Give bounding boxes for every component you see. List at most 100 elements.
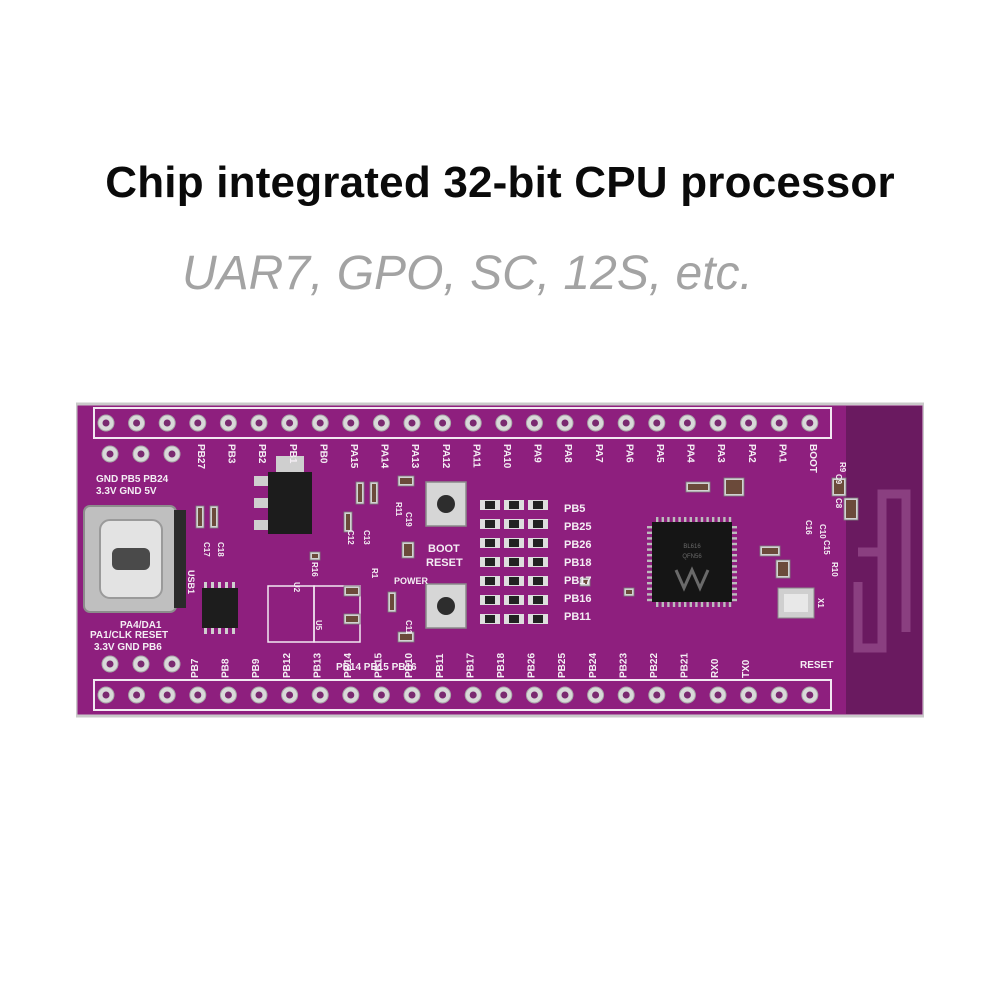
top-pin-label: PB0 [317, 444, 328, 464]
top-pin-label: PA4 [685, 444, 696, 463]
ref-designator: C12 [346, 530, 355, 545]
reset-label: RESET [426, 557, 463, 569]
bottom-pin-label: PB17 [465, 653, 476, 678]
left-bottom-header [101, 655, 181, 673]
smd-components [195, 475, 859, 643]
bottom-pin-label: PB24 [588, 653, 599, 678]
usb-serial-chip [202, 582, 238, 634]
ref-designator: X1 [816, 598, 825, 608]
ref-designator: C13 [362, 530, 371, 545]
bottom-pin-label: PB22 [649, 653, 660, 678]
ref-designator: C18 [216, 542, 225, 557]
ref-designator: U5 [314, 620, 323, 631]
main-mcu: BL616 QFN56 [647, 517, 737, 607]
bottom-pin-label: PB18 [496, 653, 507, 678]
top-pin-label: PA14 [379, 444, 390, 469]
crystal [777, 587, 815, 619]
ref-designator: R16 [310, 562, 319, 577]
power-label: POWER [394, 576, 429, 586]
side-pin-label: PB17 [564, 575, 592, 587]
ref-designator: C11 [404, 620, 413, 635]
usb-c-connector [83, 505, 186, 613]
reset-bottom-label: RESET [800, 660, 833, 671]
side-pin-label: PB26 [564, 539, 592, 551]
bottom-pin-label: PB9 [251, 658, 262, 678]
bottom-pin-label: PB26 [527, 653, 538, 678]
bottom-pin-label: PB15 [374, 653, 385, 678]
ref-designator: C9 [834, 474, 843, 485]
voltage-regulator [254, 456, 312, 534]
ref-designator: C15 [822, 540, 831, 555]
bottom-pin-label: PB14 [343, 653, 354, 678]
headline: Chip integrated 32-bit CPU processor [105, 158, 895, 207]
top-pin-label: PA15 [348, 444, 359, 469]
top-pin-label: PA6 [623, 444, 634, 463]
bottom-pin-label: PB7 [190, 658, 201, 678]
ref-designator: C17 [202, 542, 211, 557]
side-pin-label: PB16 [564, 593, 592, 605]
bottom-pin-label: PB25 [557, 653, 568, 678]
bottom-pin-label: PB13 [312, 653, 323, 678]
subline: UAR7, GPO, SC, 12S, etc. [182, 247, 753, 300]
left-bottom-header-label: 3.3V GND PB6 [94, 642, 162, 653]
top-pin-label: PA10 [501, 444, 512, 469]
top-pin-label: PA11 [470, 444, 481, 468]
ref-designator: R10 [830, 562, 839, 577]
bottom-header-pins [97, 686, 819, 704]
top-pin-label: PA12 [440, 444, 451, 469]
left-bottom-header-label: PA1/CLK RESET [90, 630, 168, 641]
ref-designator: C8 [834, 498, 843, 509]
bottom-pin-label: PB11 [435, 653, 446, 678]
ref-designator: C16 [804, 520, 813, 535]
top-pin-label: PB3 [226, 444, 237, 464]
pa4-label: PA4/DA1 [120, 620, 162, 631]
top-pin-label: PA5 [654, 444, 665, 463]
boot-label: BOOT [428, 543, 460, 555]
ref-designator: C19 [404, 512, 413, 527]
side-pin-label: PB5 [564, 503, 585, 515]
reset-button [425, 583, 467, 629]
bottom-pin-label: PB21 [680, 653, 691, 678]
top-pin-label: PA1 [776, 444, 787, 463]
bottom-pin-label: RX0 [710, 658, 721, 678]
top-pin-label: PA9 [532, 444, 543, 463]
svg-text:QFN56: QFN56 [682, 554, 702, 560]
left-top-header [101, 445, 181, 463]
top-pin-label: PB27 [195, 444, 206, 469]
ref-designator: R1 [370, 568, 379, 579]
bottom-pin-label: PB12 [282, 653, 293, 678]
boot-button [425, 481, 467, 527]
ref-designator: U2 [292, 582, 301, 593]
top-pin-label: PB1 [287, 444, 298, 464]
ref-designator: R11 [394, 502, 403, 517]
side-pin-label: PB18 [564, 557, 592, 569]
top-pin-label: BOOT [807, 444, 818, 473]
top-pin-label: PA2 [746, 444, 757, 463]
side-pin-label: PB25 [564, 521, 592, 533]
silkscreen-labels: PB27 PB3 PB2 PB1 PB0 PA15 PA14 PA13 PA12 PA11 PA10… [90, 444, 847, 678]
bottom-header-outline [93, 679, 832, 711]
side-pin-label: PB11 [564, 611, 591, 623]
svg-text:BL616: BL616 [683, 544, 701, 550]
resistor-array [480, 500, 548, 624]
left-top-header-label: 3.3V GND 5V [96, 486, 157, 497]
usb-label: USB1 [186, 570, 196, 594]
top-pin-label: PA13 [409, 444, 420, 469]
top-pin-label: PA7 [593, 444, 604, 463]
left-top-header-label: GND PB5 PB24 [96, 474, 169, 485]
bottom-row-label: PB14 PB15 PB16 [336, 662, 417, 673]
top-pin-label: PA8 [562, 444, 573, 463]
top-header-outline [93, 407, 832, 439]
bottom-pin-label: PB8 [221, 658, 232, 678]
bottom-pin-label: PB23 [618, 653, 629, 678]
top-pin-label: PA3 [715, 444, 726, 463]
top-pin-label: PB2 [256, 444, 267, 464]
top-header-pins [97, 414, 819, 432]
ref-designator: R9 [838, 462, 847, 473]
bottom-pin-label: PB10 [404, 653, 415, 678]
antenna-trace [853, 489, 911, 653]
pcb-edge [76, 402, 924, 718]
ref-designator: C10 [818, 524, 827, 539]
